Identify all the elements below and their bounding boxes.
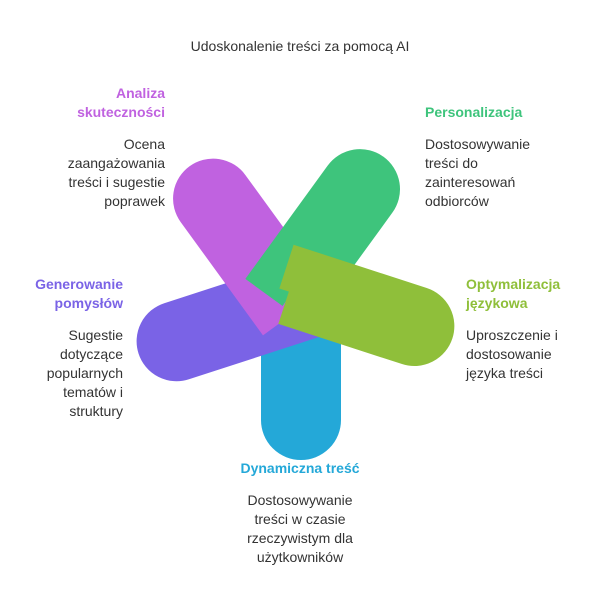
analiza-heading: Analiza skuteczności <box>77 85 165 120</box>
dynamiczna-block: Dynamiczna treść Dostosowywanie treści w… <box>190 459 410 567</box>
dynamiczna-heading: Dynamiczna treść <box>240 460 360 476</box>
optymalizacja-block: Optymalizacja językowa Uproszczenie i do… <box>466 275 596 383</box>
generowanie-heading: Generowanie pomysłów <box>35 276 123 311</box>
dynamiczna-loop <box>261 280 341 460</box>
personalizacja-loop <box>245 149 400 318</box>
generowanie-loop <box>136 263 323 382</box>
analiza-loop <box>173 158 322 336</box>
analiza-block: Analiza skuteczności Ocena zaangażowania… <box>0 84 165 211</box>
dynamiczna-loop-band <box>261 280 341 460</box>
analiza-loop-band <box>173 158 322 336</box>
analiza-description: Ocena zaangażowania treści i sugestie po… <box>67 136 165 209</box>
personalizacja-loop-band <box>245 149 400 318</box>
generowanie-loop-band <box>136 263 323 382</box>
personalizacja-description: Dostosowywanie treści do zainteresowań o… <box>425 136 531 209</box>
dynamiczna-description: Dostosowywanie treści w czasie rzeczywis… <box>247 492 353 565</box>
personalizacja-block: Personalizacja Dostosowywanie treści do … <box>425 103 595 211</box>
optymalizacja-loop-band <box>278 244 455 366</box>
optymalizacja-description: Uproszczenie i dostosowanie języka treśc… <box>466 327 558 381</box>
generowanie-block: Generowanie pomysłów Sugestie dotyczące … <box>3 275 123 421</box>
optymalizacja-heading: Optymalizacja językowa <box>466 276 561 311</box>
optymalizacja-loop <box>278 244 455 366</box>
personalizacja-heading: Personalizacja <box>425 104 523 120</box>
generowanie-description: Sugestie dotyczące popularnych tematów i… <box>46 327 123 419</box>
diagram-title: Udoskonalenie treści za pomocą AI <box>190 38 410 54</box>
